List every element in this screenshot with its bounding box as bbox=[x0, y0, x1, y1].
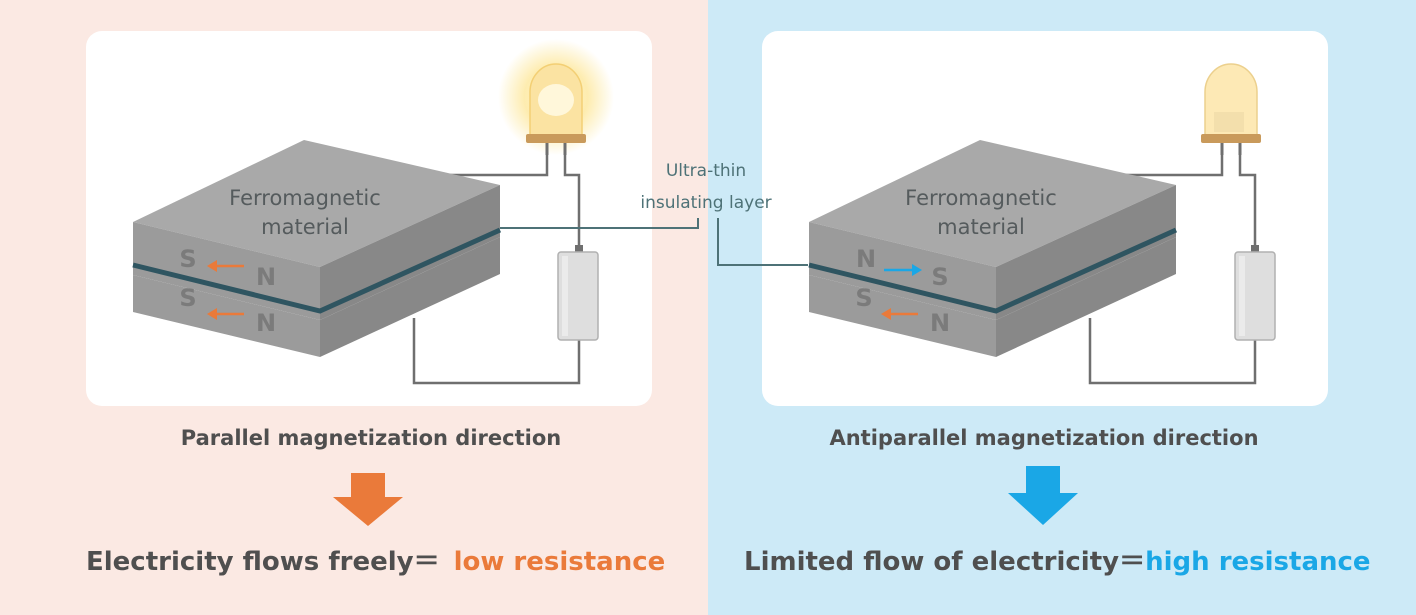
right-result-text: Limited flow of electricity＝ bbox=[744, 547, 1146, 577]
left-result-text: Electricity flows freely＝ bbox=[86, 547, 440, 577]
right-ferromagnetic-block: Ferromagnetic material N S S N bbox=[808, 140, 1178, 357]
left-material-label-line2: material bbox=[261, 215, 349, 239]
left-battery-icon bbox=[557, 245, 599, 341]
left-block-side-lower bbox=[320, 237, 500, 357]
right-block-front-lower bbox=[809, 275, 996, 357]
left-block-front-upper bbox=[133, 222, 320, 320]
left-caption: Parallel magnetization direction bbox=[180, 426, 562, 450]
left-result-highlight: low resistance bbox=[453, 547, 666, 577]
right-bottom-pole-right: N bbox=[930, 309, 950, 337]
right-top-pole-left: N bbox=[856, 245, 876, 273]
left-result: Electricity flows freely＝ low resistance bbox=[86, 541, 665, 578]
left-block-front-lower bbox=[133, 275, 320, 357]
right-bottom-pole-left: S bbox=[855, 284, 872, 312]
left-bottom-pole-left: S bbox=[179, 284, 196, 312]
insulating-layer-callout: Ultra-thin insulating layer bbox=[500, 161, 808, 266]
right-block-top bbox=[809, 140, 1176, 267]
right-top-arrow-head bbox=[912, 264, 922, 276]
right-battery-icon bbox=[1234, 245, 1276, 341]
left-top-pole-left: S bbox=[179, 245, 196, 273]
left-top-arrow-head bbox=[207, 260, 217, 272]
right-material-label-line2: material bbox=[937, 215, 1025, 239]
left-insulating-layer bbox=[132, 227, 502, 314]
light-bulb-dim-icon bbox=[1201, 63, 1261, 155]
right-result-highlight: high resistance bbox=[1145, 547, 1371, 577]
arrow-down-orange-icon bbox=[333, 473, 403, 526]
right-top-pole-right: S bbox=[931, 263, 948, 291]
left-ferromagnetic-block: Ferromagnetic material S N S N bbox=[132, 140, 502, 357]
left-bottom-pole-right: N bbox=[256, 309, 276, 337]
left-block-top bbox=[133, 140, 500, 267]
left-block-side-upper bbox=[320, 185, 500, 320]
right-bottom-arrow-head bbox=[881, 308, 891, 320]
right-material-label-line1: Ferromagnetic bbox=[905, 186, 1057, 210]
light-bulb-lit-icon bbox=[498, 39, 614, 155]
callout-label-line2: insulating layer bbox=[640, 193, 771, 213]
left-bottom-arrow-head bbox=[207, 308, 217, 320]
left-material-label-line1: Ferromagnetic bbox=[229, 186, 381, 210]
left-circuit-wires bbox=[412, 150, 581, 385]
callout-leader-right bbox=[717, 218, 808, 266]
callout-label-line1: Ultra-thin bbox=[666, 161, 746, 181]
arrow-down-blue-icon bbox=[1008, 466, 1078, 525]
right-block-side-lower bbox=[996, 237, 1176, 357]
callout-leader-left bbox=[500, 218, 699, 229]
right-block-side-upper bbox=[996, 185, 1176, 320]
right-result: Limited flow of electricity＝high resista… bbox=[744, 541, 1371, 578]
right-insulating-layer bbox=[808, 227, 1178, 314]
right-caption: Antiparallel magnetization direction bbox=[829, 426, 1259, 450]
left-top-pole-right: N bbox=[256, 263, 276, 291]
